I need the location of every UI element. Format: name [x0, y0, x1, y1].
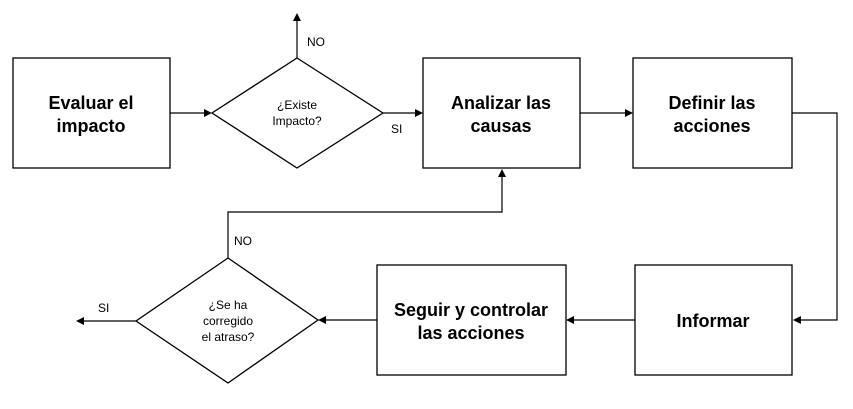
- arrowhead: [76, 317, 84, 325]
- arrowhead: [625, 109, 633, 117]
- process-box: [422, 57, 581, 169]
- node-label-line2: las acciones: [417, 323, 524, 343]
- decision-existe-impacto: ¿Existe Impacto?: [210, 57, 385, 169]
- process-box: [12, 57, 171, 169]
- arrowhead: [793, 316, 801, 324]
- decision-label-line2: Impacto?: [272, 114, 322, 128]
- process-box: [376, 264, 567, 376]
- arrowhead: [293, 13, 301, 21]
- arrowhead: [566, 316, 574, 324]
- node-seguir-controlar: Seguir y controlar las acciones: [376, 264, 567, 376]
- node-label-line1: Definir las: [668, 93, 755, 113]
- arrowhead: [204, 109, 212, 117]
- decision-label-line1: ¿Existe: [277, 98, 317, 112]
- process-box: [634, 264, 793, 376]
- node-label-line1: Seguir y controlar: [394, 300, 548, 320]
- branch-label-no: NO: [307, 35, 325, 49]
- arrowhead: [498, 169, 506, 177]
- node-label-line1: Informar: [676, 311, 749, 331]
- node-label-line2: causas: [470, 116, 531, 136]
- node-evaluar-impacto: Evaluar el impacto: [12, 57, 171, 169]
- process-box: [632, 57, 793, 169]
- node-label-line1: Evaluar el: [48, 93, 133, 113]
- connector-definir-to-informar: [792, 112, 838, 321]
- decision-corregido-atraso: ¿Se ha corregido el atraso?: [134, 257, 320, 384]
- decision-diamond: [134, 257, 320, 384]
- decision-label-line2: corregido: [203, 314, 253, 328]
- branch-label-si: SI: [391, 122, 402, 136]
- node-label-line2: impacto: [56, 116, 125, 136]
- node-label-line2: acciones: [673, 116, 750, 136]
- branch-label-no: NO: [234, 234, 252, 248]
- connectors: [76, 13, 838, 325]
- decision-diamond: [210, 57, 385, 169]
- decision-label-line1: ¿Se ha: [209, 298, 248, 312]
- connector-corregido-no-to-analizar: [227, 176, 503, 258]
- node-label-line1: Analizar las: [451, 93, 551, 113]
- node-analizar-causas: Analizar las causas: [422, 57, 581, 169]
- branch-label-si: SI: [98, 301, 109, 315]
- arrowhead: [415, 109, 423, 117]
- node-informar: Informar: [634, 264, 793, 376]
- decision-label-line3: el atraso?: [202, 330, 255, 344]
- node-definir-acciones: Definir las acciones: [632, 57, 793, 169]
- arrowhead: [318, 316, 326, 324]
